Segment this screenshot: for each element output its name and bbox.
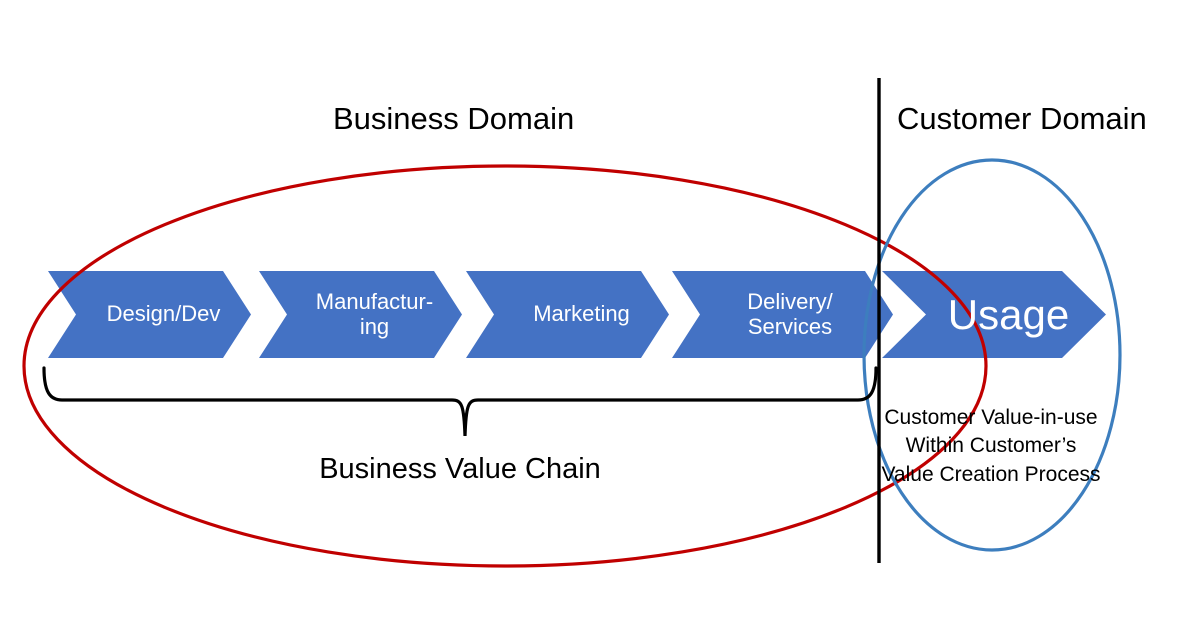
business-value-chain-caption: Business Value Chain: [319, 453, 601, 485]
chevron-marketing[interactable]: [466, 271, 669, 358]
customer-domain-label: Customer Domain: [897, 101, 1147, 136]
chevron-usage[interactable]: [882, 271, 1106, 358]
chevron-manufacturing[interactable]: [259, 271, 462, 358]
chevron-label-usage: Usage: [947, 290, 1070, 338]
business-value-chain-brace: [42, 366, 878, 437]
value-chain-chevrons: [48, 271, 1106, 358]
red-ellipse-business-scope: [22, 164, 988, 568]
blue-ellipse-customer-scope: [862, 158, 1122, 552]
chevron-delivery-services[interactable]: [672, 271, 893, 358]
customer-value-in-use-note: Customer Value-in-use Within Customer’s …: [881, 406, 1101, 486]
chevron-design-dev[interactable]: [48, 271, 251, 358]
business-domain-label: Business Domain: [333, 101, 575, 136]
